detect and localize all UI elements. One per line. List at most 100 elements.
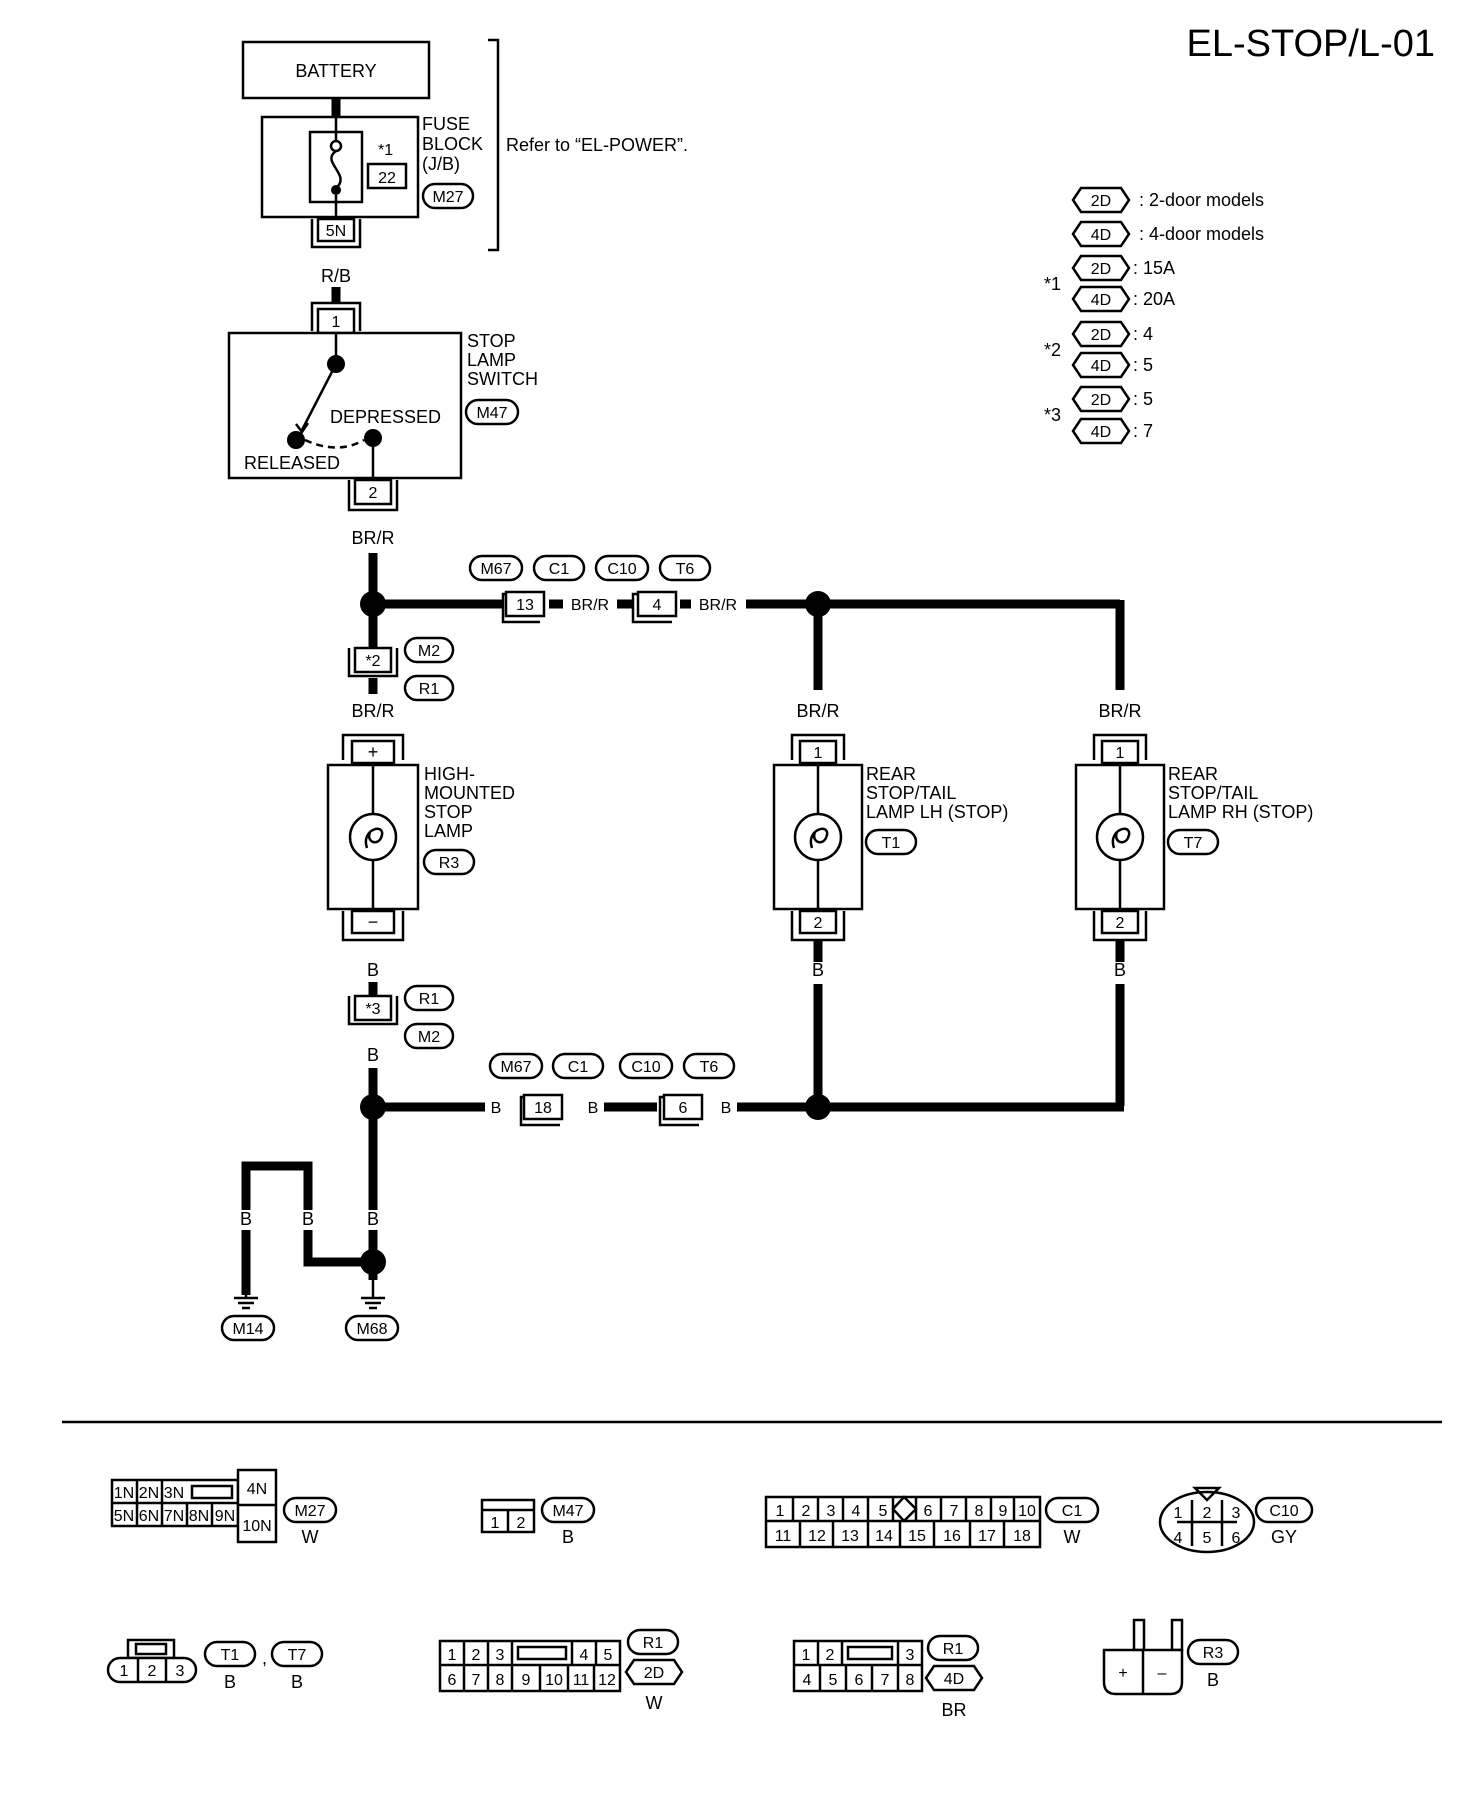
legend-note3-text-b: : 7 bbox=[1133, 421, 1153, 441]
fuse-amp: 22 bbox=[378, 170, 396, 187]
r1-2d-pin-2: 2 bbox=[472, 1647, 481, 1664]
wire-color-rb: R/B bbox=[321, 266, 351, 286]
joint-bottom-conn-a: M67 bbox=[500, 1059, 531, 1076]
r1-4d-pin-7: 7 bbox=[881, 1672, 890, 1689]
switch-depressed: DEPRESSED bbox=[330, 407, 441, 427]
c10-code: C10 bbox=[1269, 1503, 1298, 1520]
wire-color-b-lh-overlay: B bbox=[812, 960, 824, 980]
joint-top-conn-d: T6 bbox=[676, 561, 695, 578]
connector-view-c10: 1 2 3 4 5 6 C10 GY bbox=[1158, 1486, 1314, 1554]
m27-pin-4n: 4N bbox=[247, 1481, 267, 1498]
r1-4d-pin-4: 4 bbox=[803, 1672, 812, 1689]
m47-color: B bbox=[562, 1527, 574, 1547]
joint-low-pill-b bbox=[403, 1022, 455, 1050]
joint-bottom-conn-c: C10 bbox=[631, 1059, 660, 1076]
m27-pin-2n: 2N bbox=[139, 1485, 159, 1502]
c1-pin-5: 5 bbox=[879, 1503, 888, 1520]
joint-mid-pin-box bbox=[353, 646, 393, 674]
refer-text: Refer to “EL-POWER”. bbox=[506, 135, 688, 155]
switch-label-3: SWITCH bbox=[467, 369, 538, 389]
terminal-5n: 5N bbox=[326, 223, 346, 240]
c10-pin-6: 6 bbox=[1232, 1530, 1241, 1547]
legend-note2-text-a: : 4 bbox=[1133, 324, 1153, 344]
switch-out-bracket bbox=[347, 480, 399, 512]
wire-color-brr-t1: BR/R bbox=[571, 597, 609, 614]
stop-switch-box bbox=[227, 331, 463, 480]
joint-low-conn-b: M2 bbox=[418, 1029, 440, 1046]
wire-color-brr-1: BR/R bbox=[351, 528, 394, 548]
m27-pin-3n: 3N bbox=[164, 1485, 184, 1502]
c1-pin-14: 14 bbox=[875, 1528, 893, 1545]
r1-4d-pin-8: 8 bbox=[906, 1672, 915, 1689]
c10-pin-4: 4 bbox=[1174, 1530, 1183, 1547]
joint-mid-pill-b bbox=[403, 674, 455, 702]
wire-color-b-1: B bbox=[367, 960, 379, 980]
r1-4d-color: BR bbox=[941, 1700, 966, 1720]
t1-pin-1: 1 bbox=[120, 1663, 129, 1680]
joint-mid-conn-a: M2 bbox=[418, 643, 440, 660]
t1-t7-separator: , bbox=[262, 1648, 267, 1668]
r1-2d-pin-3: 3 bbox=[496, 1647, 505, 1664]
c1-pin-3: 3 bbox=[827, 1503, 836, 1520]
rh-top-bracket bbox=[1092, 733, 1148, 760]
joint-top-pin-b-box bbox=[636, 590, 678, 618]
c1-pin-8: 8 bbox=[975, 1503, 984, 1520]
legend-note3-mark: *3 bbox=[1044, 405, 1061, 425]
r3-minus: – bbox=[1158, 1665, 1167, 1682]
g1-label-gap bbox=[236, 1210, 256, 1230]
joint-bottom-pin-b-box bbox=[662, 1093, 704, 1121]
c1-pin-1: 1 bbox=[776, 1503, 785, 1520]
switch-arrow bbox=[295, 422, 310, 435]
joint-mid-bracket bbox=[347, 648, 399, 678]
legend-note3-text-a: : 5 bbox=[1133, 389, 1153, 409]
wire-color-brr-t2: BR/R bbox=[699, 597, 737, 614]
joint-top-pin-b: 4 bbox=[653, 597, 662, 614]
lh-pin2: 2 bbox=[814, 915, 823, 932]
legend-tag-2d-text: 2D bbox=[1091, 193, 1111, 210]
lh-top-bracket bbox=[790, 733, 846, 760]
wire-color-brr-2: BR/R bbox=[351, 701, 394, 721]
wire-color-brr-lh: BR/R bbox=[796, 701, 839, 721]
rh-pin1: 1 bbox=[1116, 745, 1125, 762]
c10-pin-2: 2 bbox=[1203, 1505, 1212, 1522]
m47-pin-1: 1 bbox=[491, 1515, 500, 1532]
rh-label-gap bbox=[1112, 962, 1128, 984]
joint-low-pin: *3 bbox=[365, 1001, 380, 1018]
lh-label-gap bbox=[810, 962, 826, 984]
r1-2d-pin-11: 11 bbox=[573, 1672, 590, 1689]
switch-pin2-box bbox=[353, 478, 393, 506]
fuse-note: *1 bbox=[378, 142, 393, 159]
legend: 2D : 2-door models 4D : 4-door models *1… bbox=[1044, 186, 1264, 445]
m27-pin-10n: 10N bbox=[242, 1518, 271, 1535]
t7-color: B bbox=[291, 1672, 303, 1692]
switch-connector: M47 bbox=[476, 405, 507, 422]
r1-4d-pin-1: 1 bbox=[802, 1647, 811, 1664]
rh-label-3: LAMP RH (STOP) bbox=[1168, 802, 1313, 822]
ground-icon-left bbox=[234, 1295, 258, 1310]
r1-2d-color: W bbox=[646, 1693, 663, 1713]
switch-released: RELEASED bbox=[244, 453, 340, 473]
joint-top-pin-a: 13 bbox=[516, 597, 534, 614]
wire-color-b-rh-overlay: B bbox=[1114, 960, 1126, 980]
joint-top-pill-d bbox=[658, 554, 712, 582]
switch-label-2: LAMP bbox=[467, 350, 516, 370]
c1-color: W bbox=[1064, 1527, 1081, 1547]
joint-top-pill-b bbox=[532, 554, 586, 582]
joint-bottom-conn-d: T6 bbox=[700, 1059, 719, 1076]
legend-note3-tag-b: 4D bbox=[1091, 424, 1111, 441]
rh-label-1: REAR bbox=[1168, 764, 1218, 784]
c1-pin-17: 17 bbox=[978, 1528, 996, 1545]
joint-low-pill-a bbox=[403, 984, 455, 1012]
c1-code: C1 bbox=[1062, 1503, 1083, 1520]
refer-bracket bbox=[488, 38, 500, 252]
lh-pin2-box bbox=[798, 909, 838, 935]
legend-tag-4d-text: 4D bbox=[1091, 227, 1111, 244]
hmsl-plus-box bbox=[350, 739, 396, 765]
wire-color-b-h1: B bbox=[491, 1100, 502, 1117]
lh-pin1: 1 bbox=[814, 745, 823, 762]
joint-mid-pill-a bbox=[403, 636, 455, 664]
joint-top-pill-a bbox=[468, 554, 524, 582]
rh-pin1-box bbox=[1100, 739, 1140, 765]
battery-box bbox=[241, 40, 431, 100]
joint-low-bracket bbox=[347, 996, 399, 1026]
